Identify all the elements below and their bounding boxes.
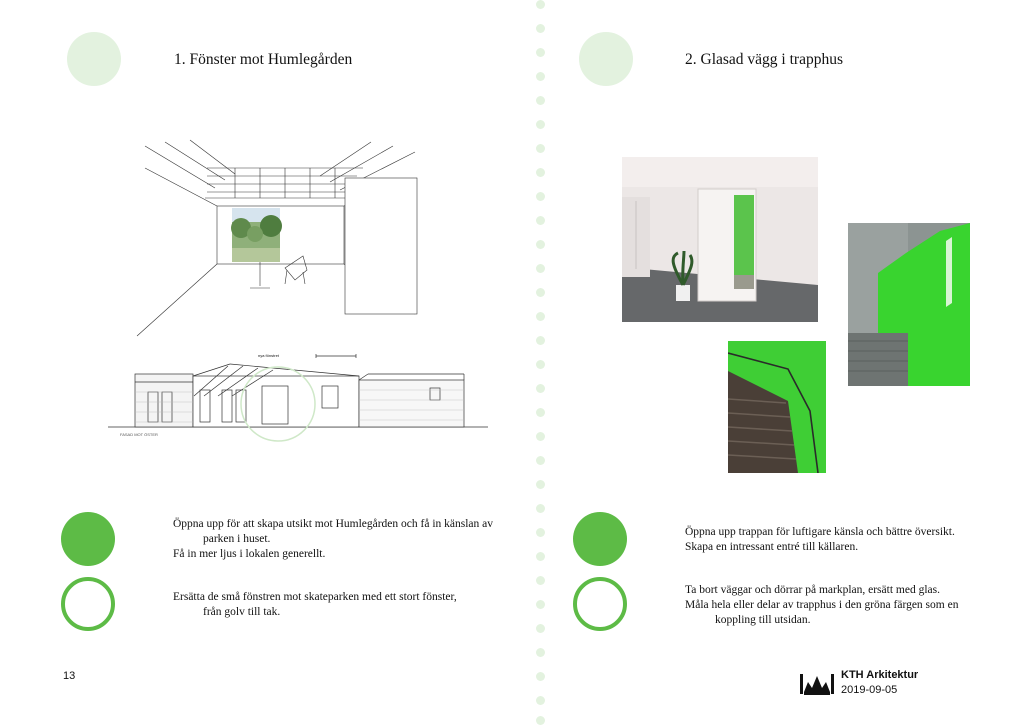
- interior-render-green-opening: [622, 157, 818, 322]
- filled-bullet-circle: [573, 512, 627, 566]
- page-number: 13: [63, 670, 76, 682]
- brand-name: KTH Arkitektur: [841, 669, 919, 681]
- left-page-title: 1. Fönster mot Humlegården: [174, 51, 353, 68]
- facade-elevation-drawing: [108, 354, 488, 442]
- text-line: Ersätta de små fönstren mot skateparken …: [173, 591, 457, 603]
- title-bullet-circle: [67, 32, 121, 86]
- text-line: parken i huset.: [203, 533, 271, 545]
- elevation-caption: FASAD MOT ÖSTER: [120, 432, 158, 437]
- left-point-1-text: Öppna upp för att skapa utsikt mot Humle…: [173, 517, 518, 562]
- right-point-1-text: Öppna upp trappan för luftigare känsla o…: [685, 525, 985, 555]
- text-line: från golv till tak.: [203, 606, 281, 618]
- interior-perspective-sketch: [136, 139, 418, 337]
- right-page-title: 2. Glasad vägg i trapphus: [685, 51, 843, 68]
- text-line: Ta bort väggar och dörrar på markplan, e…: [685, 584, 940, 596]
- footer-date: 2019-09-05: [841, 684, 898, 696]
- stairwell-render-green-wall: [848, 223, 970, 386]
- text-line: Få in mer ljus i lokalen generellt.: [173, 548, 326, 560]
- elevation-label: nya fönstret: [258, 353, 279, 358]
- right-point-2-text: Ta bort väggar och dörrar på markplan, e…: [685, 583, 985, 628]
- staircase-render-green-wall: [728, 341, 826, 473]
- outline-bullet-circle: [61, 577, 115, 631]
- filled-bullet-circle: [61, 512, 115, 566]
- text-line: Öppna upp trappan för luftigare känsla o…: [685, 526, 955, 538]
- text-line: Skapa en intressant entré till källaren.: [685, 541, 859, 553]
- left-point-2-text: Ersätta de små fönstren mot skateparken …: [173, 590, 503, 620]
- text-line: Måla hela eller delar av trapphus i den …: [685, 599, 959, 611]
- kth-logo-icon: [800, 674, 834, 695]
- outline-bullet-circle: [573, 577, 627, 631]
- text-line: Öppna upp för att skapa utsikt mot Humle…: [173, 518, 494, 530]
- text-line: koppling till utsidan.: [715, 614, 811, 626]
- title-bullet-circle: [579, 32, 633, 86]
